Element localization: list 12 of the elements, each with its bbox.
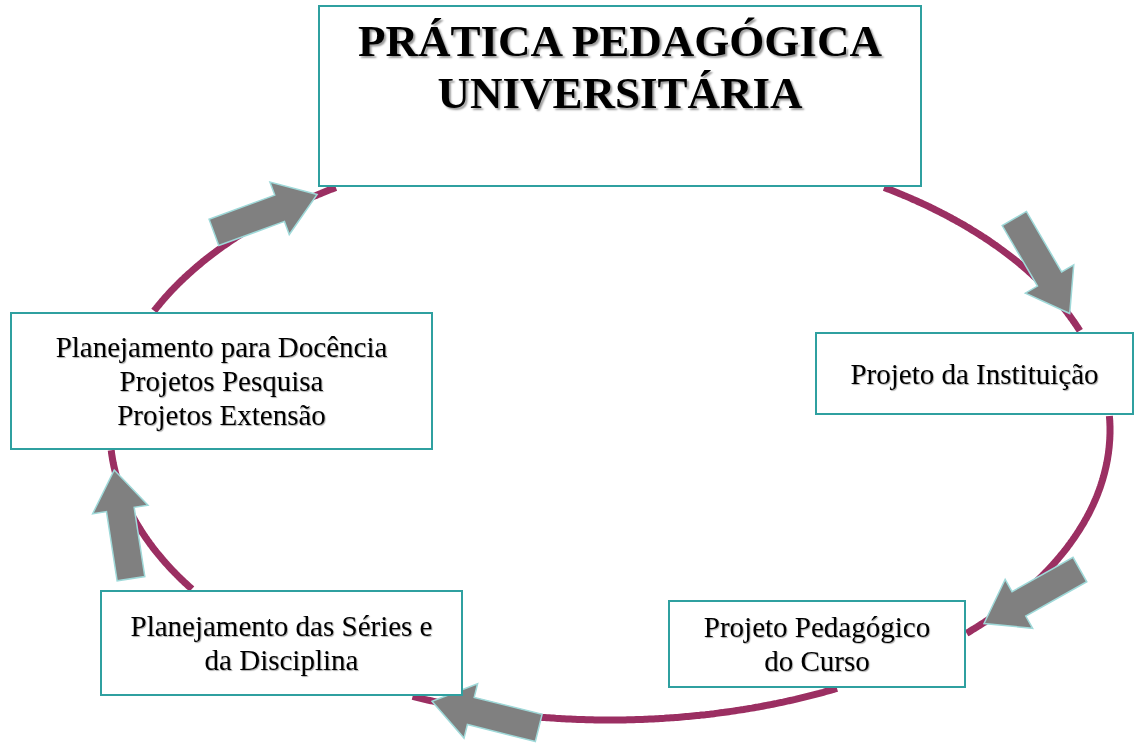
stage-label: Projetos Pesquisa xyxy=(119,364,324,398)
stage-label: Planejamento das Séries e da Disciplina xyxy=(129,609,434,677)
stage-label: Projeto da Instituição xyxy=(850,356,1099,391)
stage-label: Planejamento para Docência xyxy=(55,330,388,364)
stage-box xyxy=(10,312,433,450)
title-text: PRÁTICA PEDAGÓGICA UNIVERSITÁRIA xyxy=(357,15,883,119)
title-box xyxy=(318,5,922,187)
stage-label: Projetos Extensão xyxy=(117,398,326,432)
stage-label: Projeto Pedagógico do Curso xyxy=(702,610,932,678)
stage-box xyxy=(815,332,1134,415)
stage-box xyxy=(668,600,966,688)
stage-box xyxy=(100,590,463,696)
